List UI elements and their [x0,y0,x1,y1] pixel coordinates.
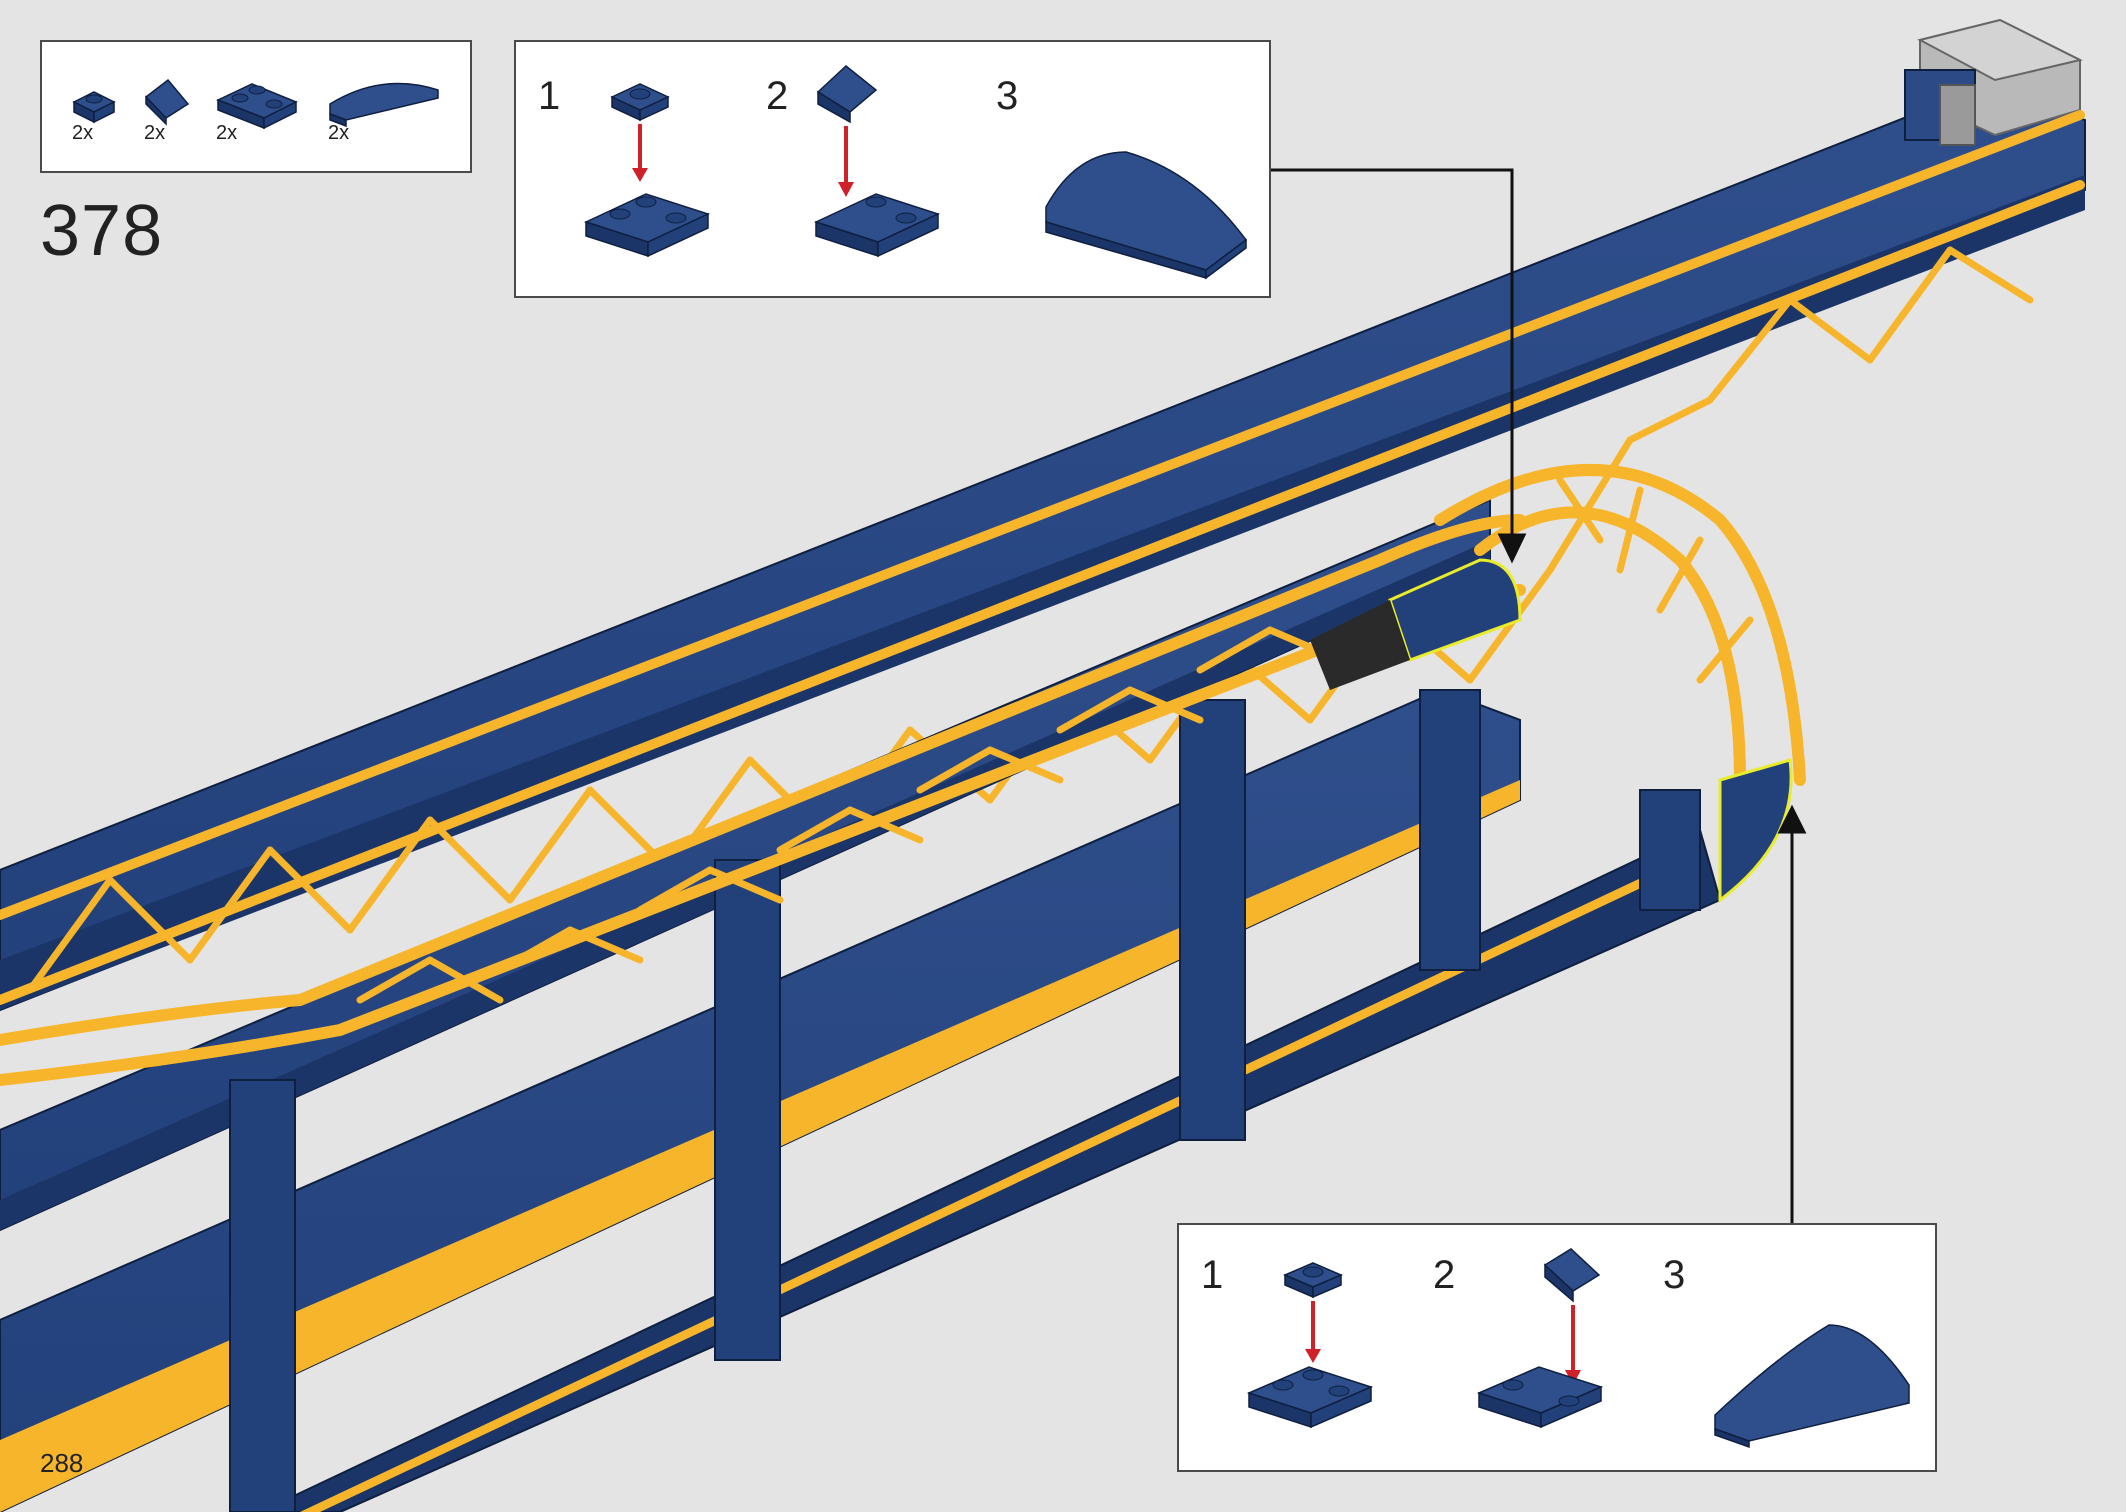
plate-1x1-dark-blue-icon [72,91,116,124]
parts-list-panel: 2x 2x 2x 2x [40,40,472,173]
step-number: 378 [40,191,164,271]
sub-step-3-curved-slope-icon [1045,151,1248,280]
part-qty-3: 2x [216,122,238,144]
pointer-bottom [1777,804,1807,1223]
sub-step-label-3: 3 [1663,1253,1686,1297]
back-truss [0,110,2085,1005]
sub-step-3-curved-slope-icon [1714,1324,1910,1449]
curved-slope-dark-blue-icon [329,82,439,128]
part-qty-1: 2x [72,122,94,144]
sub-step-label-3: 3 [996,74,1019,118]
part-qty-4: 2x [328,122,350,144]
slope-1x1-dark-blue-icon [144,78,190,126]
pillars [229,689,1701,1512]
sub-step-label-1: 1 [538,74,561,118]
sub-step-label-2: 2 [766,74,789,118]
plate-corner-dark-blue-icon [216,83,298,130]
part-qty-2: 2x [144,122,166,144]
sub-step-1-plate-icon [583,83,711,258]
added-curved-slope-top [1310,558,1522,690]
sub-step-2-slope-icon [1476,1248,1604,1429]
sub-step-2-slope-icon [813,65,941,258]
pointer-top [1271,168,1527,564]
sub-step-1-plate-icon [1246,1262,1374,1429]
added-curved-slope-bottom [1718,758,1793,904]
grey-end-block [1904,18,2083,146]
page-number: 288 [40,1448,84,1478]
sub-assembly-callout-bottom: 1 2 3 [1177,1223,1937,1472]
sub-step-label-2: 2 [1433,1253,1456,1297]
front-truss [0,464,1806,1086]
sub-step-label-1: 1 [1201,1253,1224,1297]
sub-assembly-callout-top: 1 2 3 [514,40,1271,298]
